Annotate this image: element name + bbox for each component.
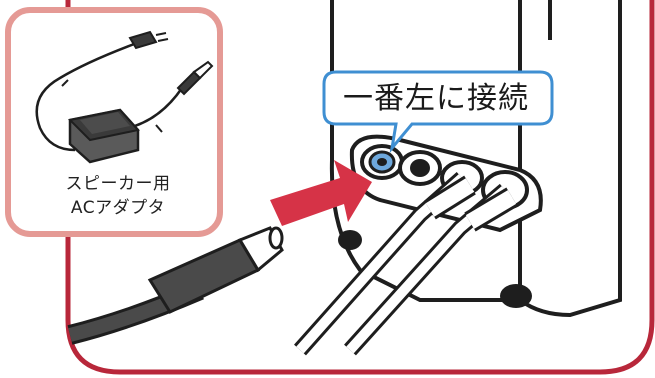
adapter-caption-line1: スピーカー用 — [65, 174, 171, 194]
callout-label: 一番左に接続 — [343, 81, 529, 116]
adapter-caption-line2: ACアダプタ — [70, 198, 166, 218]
insert-arrow-icon — [270, 160, 372, 226]
diagram-frame — [65, 0, 655, 375]
dc-plug-icon — [67, 226, 284, 345]
adapter-caption: スピーカー用 ACアダプタ — [20, 172, 216, 220]
ac-adapter-icon — [35, 30, 214, 164]
callout-bubble — [322, 70, 554, 154]
audio-cables — [294, 171, 518, 356]
